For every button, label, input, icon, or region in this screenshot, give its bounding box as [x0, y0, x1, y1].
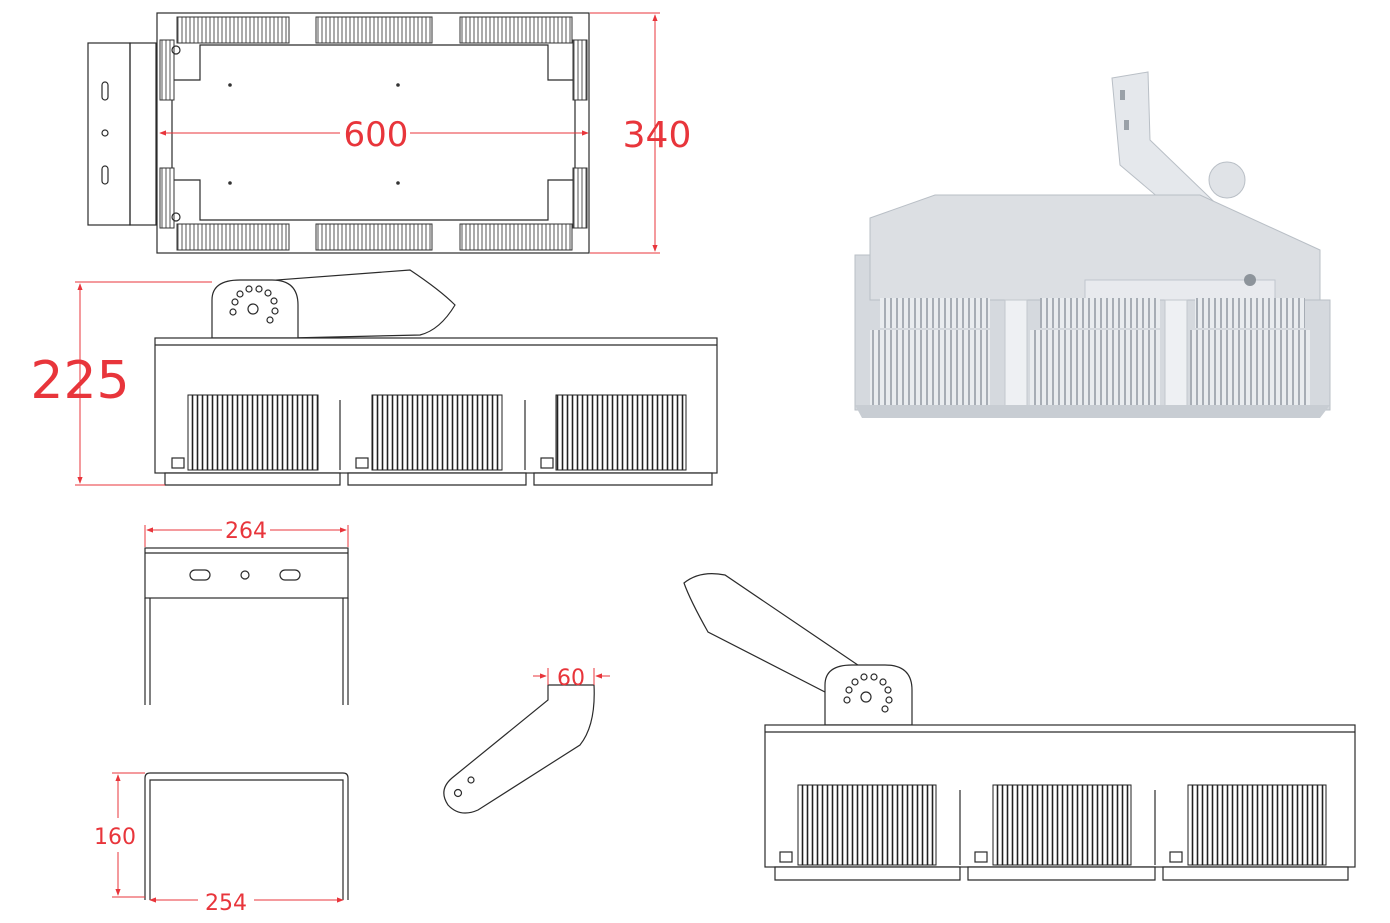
dimension-label-600: 600: [344, 115, 409, 155]
dimension-label-60: 60: [557, 666, 585, 691]
dimension-label-225: 225: [30, 351, 129, 411]
dimension-600: 600: [159, 115, 589, 155]
dimension-label-254: 254: [205, 891, 247, 916]
dimension-225: 225: [30, 281, 212, 486]
dimension-340: 340: [590, 12, 692, 254]
side-view-tilted-drawing: [683, 573, 1356, 881]
side-view-drawing: [154, 269, 718, 486]
dimension-60: 60: [533, 666, 610, 691]
bracket-side-view: [144, 772, 349, 900]
dimension-label-160: 160: [94, 825, 136, 850]
dimension-264: 264: [144, 519, 349, 547]
bracket-front-view: [144, 547, 349, 705]
angle-holes-lower: [843, 673, 893, 713]
dimension-label-340: 340: [623, 115, 692, 156]
dimension-254: 254: [149, 891, 344, 916]
dimension-160: 160: [94, 772, 145, 898]
arm-detail-view: [443, 684, 595, 814]
angle-holes: [229, 285, 279, 324]
dimension-label-264: 264: [225, 519, 267, 544]
product-photo-floodlight: [854, 71, 1331, 418]
top-view-drawing: [87, 12, 590, 254]
